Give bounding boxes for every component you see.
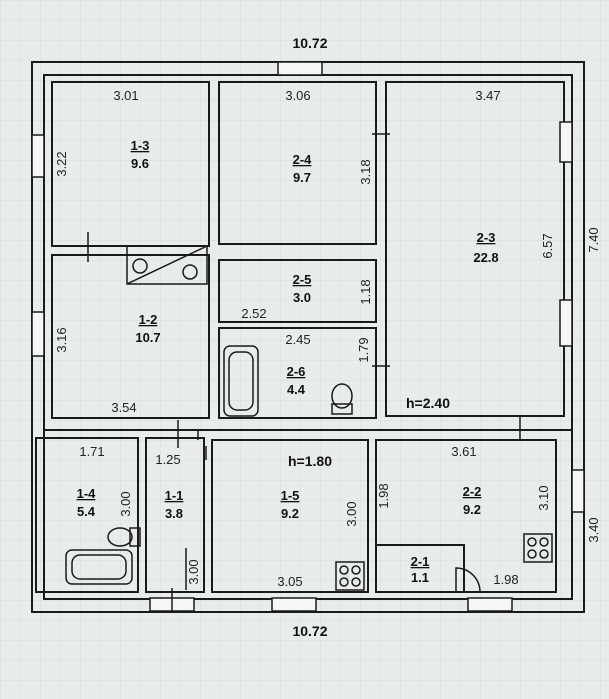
room-2-6-area: 4.4	[287, 382, 306, 397]
room-2-6-height: 1.79	[356, 337, 371, 362]
room-2-1-width: 1.98	[493, 572, 518, 587]
room-2-2-id: 2-2	[463, 484, 482, 499]
room-2-2-height: 3.10	[536, 485, 551, 510]
room-1-3-area: 9.6	[131, 156, 149, 171]
room-1-3-id: 1-3	[131, 138, 150, 153]
stove-icon	[523, 533, 553, 563]
room-2-4-id: 2-4	[293, 152, 313, 167]
room-1-1-area: 3.8	[165, 506, 183, 521]
room-1-4-id: 1-4	[77, 486, 97, 501]
room-1-5-width: 3.05	[277, 574, 302, 589]
overall-height-upper: 7.40	[586, 227, 601, 252]
room-1-4-area: 5.4	[77, 504, 96, 519]
room-2-2-height-left: 1.98	[376, 483, 391, 508]
room-2-5-width: 2.52	[241, 306, 266, 321]
room-1-5-area: 9.2	[281, 506, 299, 521]
room-1-2-id: 1-2	[139, 312, 158, 327]
overall-width-top: 10.72	[292, 35, 327, 51]
room-2-3-height: 6.57	[540, 233, 555, 258]
room-2-1-id: 2-1	[411, 554, 430, 569]
room-1-1-id: 1-1	[165, 488, 184, 503]
room-2-3-id: 2-3	[477, 230, 496, 245]
bathtub-icon	[223, 345, 259, 417]
toilet-icon	[107, 527, 141, 547]
room-1-2-height: 3.16	[54, 327, 69, 352]
door-openings	[87, 133, 521, 612]
boiler-icon	[126, 245, 208, 285]
room-2-1-area: 1.1	[411, 570, 429, 585]
room-2-4-height: 3.18	[358, 159, 373, 184]
room-2-6-width: 2.45	[285, 332, 310, 347]
room-2-4-width: 3.06	[285, 88, 310, 103]
room-2-5-id: 2-5	[293, 272, 312, 287]
room-1-2-width: 3.54	[111, 400, 136, 415]
door-swing-icon	[455, 567, 481, 593]
room-1-5-height: 3.00	[344, 501, 359, 526]
room-2-4-area: 9.7	[293, 170, 311, 185]
room-2-6-id: 2-6	[287, 364, 306, 379]
room-1-3-width: 3.01	[113, 88, 138, 103]
room-1-4-height: 3.00	[118, 491, 133, 516]
room-2-2-area: 9.2	[463, 502, 481, 517]
room-1-1-width: 1.25	[155, 452, 180, 467]
room-1-3-height: 3.22	[54, 151, 69, 176]
room-2-5-area: 3.0	[293, 290, 311, 305]
interior-walls	[35, 81, 572, 593]
room-1-1-height: 3.00	[186, 559, 201, 584]
room-2-3-area: 22.8	[473, 250, 498, 265]
ceiling-height-main: h=2.40	[406, 395, 450, 411]
room-2-3-width: 3.47	[475, 88, 500, 103]
overall-height-lower: 3.40	[586, 517, 601, 542]
stove-icon	[335, 561, 365, 591]
room-1-4-width: 1.71	[79, 444, 104, 459]
bathtub-icon	[65, 549, 133, 585]
overall-width-bottom: 10.72	[292, 623, 327, 639]
room-2-5-height: 1.18	[358, 279, 373, 304]
toilet-icon	[331, 383, 353, 415]
room-1-5-id: 1-5	[281, 488, 300, 503]
ceiling-height-annex: h=1.80	[288, 453, 332, 469]
room-1-2-area: 10.7	[135, 330, 160, 345]
room-2-2-width: 3.61	[451, 444, 476, 459]
